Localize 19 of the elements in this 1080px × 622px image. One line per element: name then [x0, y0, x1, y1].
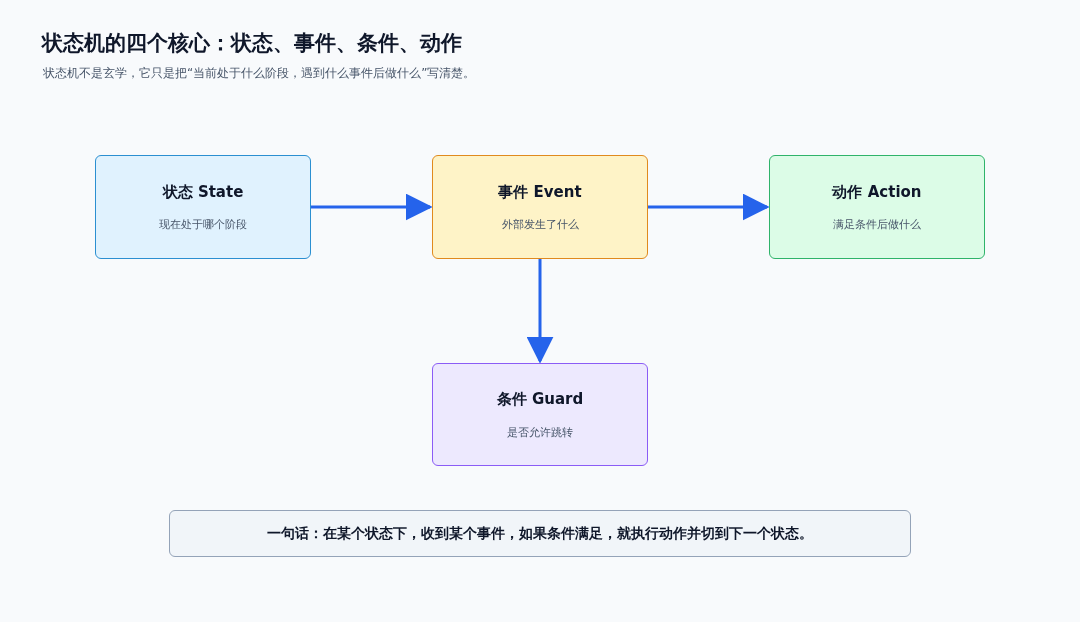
- box-description: 是否允许跳转: [507, 424, 573, 441]
- diagram-title: 状态机的四个核心：状态、事件、条件、动作: [42, 30, 462, 57]
- concept-box: [432, 155, 648, 259]
- box-description: 现在处于哪个阶段: [159, 217, 247, 233]
- box-description: 外部发生了什么: [501, 217, 579, 233]
- arrow: [311, 193, 433, 221]
- box-title: 事件 Event: [498, 181, 582, 203]
- arrow: [648, 193, 770, 221]
- concept-box: [432, 363, 648, 466]
- arrow: [526, 259, 554, 364]
- concept-box: [769, 155, 985, 259]
- summary-text: 一句话：在某个状态下，收到某个事件，如果条件满足，就执行动作并切到下一个状态。: [267, 524, 813, 543]
- subtitle: 状态机不是玄学，它只是把“当前处于什么阶段，遇到什么事件后做什么”写清楚。: [43, 65, 476, 82]
- summary-box: [169, 510, 911, 557]
- box-title: 动作 Action: [832, 181, 922, 203]
- concept-box: [95, 155, 311, 259]
- box-title: 状态 State: [162, 181, 244, 203]
- box-description: 满足条件后做什么: [833, 217, 921, 233]
- box-title: 条件 Guard: [496, 389, 584, 410]
